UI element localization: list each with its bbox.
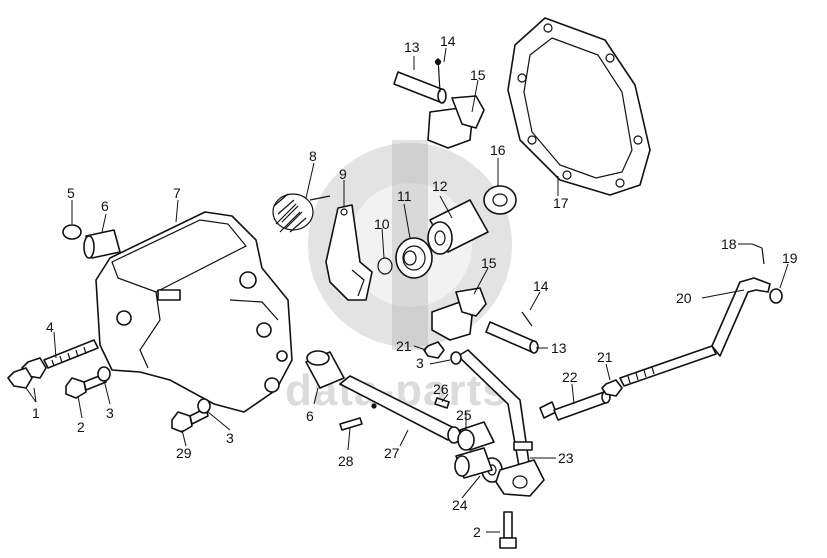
sleeve-12 <box>427 199 489 255</box>
callout-22: 22 <box>562 369 578 385</box>
callout-24: 24 <box>452 497 468 513</box>
spring-8 <box>272 193 331 233</box>
callout-6: 6 <box>101 198 109 214</box>
callout-19: 19 <box>782 250 798 266</box>
shaft-27 <box>339 375 461 444</box>
callout-27: 27 <box>384 445 400 461</box>
fork-15-bottom <box>431 287 487 341</box>
callout-2: 2 <box>77 419 85 435</box>
nut-21-right <box>601 379 623 397</box>
callout-29: 29 <box>176 445 192 461</box>
washer-3-mid <box>197 398 211 414</box>
callout-7: 7 <box>173 185 181 201</box>
callout-14: 14 <box>533 278 549 294</box>
callout-12: 12 <box>432 178 448 194</box>
bushing-6-top <box>83 229 121 259</box>
callout-23: 23 <box>558 450 574 466</box>
split-pin-18 <box>751 243 765 265</box>
key-28 <box>339 417 363 431</box>
callout-6: 6 <box>306 408 314 424</box>
bolt-2-bottom <box>499 511 517 549</box>
bushing-24-body <box>454 447 493 479</box>
callout-20: 20 <box>676 290 692 306</box>
callout-21: 21 <box>396 338 412 354</box>
pin-13-top <box>393 71 447 104</box>
ring-5 <box>62 224 82 240</box>
callout-13: 13 <box>404 39 420 55</box>
callout-28: 28 <box>338 453 354 469</box>
pin-22 <box>539 390 611 421</box>
pin-13-bottom <box>485 321 539 354</box>
callout-25: 25 <box>456 407 472 423</box>
callout-3: 3 <box>106 405 114 421</box>
fork-15-top <box>427 95 485 149</box>
split-pin-14-top <box>434 57 442 93</box>
lever-23 <box>457 349 545 497</box>
stud-4 <box>43 339 99 369</box>
callout-18: 18 <box>721 236 737 252</box>
lever-9 <box>325 204 373 301</box>
callout-15: 15 <box>470 67 486 83</box>
callout-2: 2 <box>473 524 481 540</box>
callout-numbers: 13 14 15 16 17 8 9 10 11 12 5 6 7 18 19 … <box>32 33 798 540</box>
key-26 <box>434 397 450 409</box>
washer-16 <box>483 185 517 215</box>
callout-11: 11 <box>397 188 412 204</box>
bushing-25 <box>457 421 495 451</box>
callout-15: 15 <box>481 255 497 271</box>
collar-11 <box>395 237 433 279</box>
washer-3-right <box>450 351 462 365</box>
callout-26: 26 <box>433 381 449 397</box>
callout-1: 1 <box>32 405 40 421</box>
callout-4: 4 <box>46 319 54 335</box>
callout-16: 16 <box>490 142 506 158</box>
nuts-1 <box>7 357 47 389</box>
callout-5: 5 <box>67 185 75 201</box>
callout-3: 3 <box>226 430 234 446</box>
leader-lines <box>25 47 789 533</box>
washer-19 <box>769 288 783 304</box>
callout-17: 17 <box>553 195 569 211</box>
callout-14: 14 <box>440 33 456 49</box>
o-ring-10 <box>377 257 393 275</box>
bushing-6-bottom <box>305 350 345 389</box>
gasket-17 <box>507 17 651 196</box>
rod-20 <box>619 277 771 387</box>
callout-21: 21 <box>597 349 613 365</box>
callout-13: 13 <box>551 340 567 356</box>
nut-21-left <box>423 341 445 359</box>
callout-9: 9 <box>339 166 347 182</box>
washer-3-left <box>97 366 111 382</box>
callout-10: 10 <box>374 216 390 232</box>
split-pin-14-bottom <box>521 311 533 327</box>
callout-3: 3 <box>416 355 424 371</box>
housing-7 <box>95 211 293 413</box>
callout-8: 8 <box>309 148 317 164</box>
